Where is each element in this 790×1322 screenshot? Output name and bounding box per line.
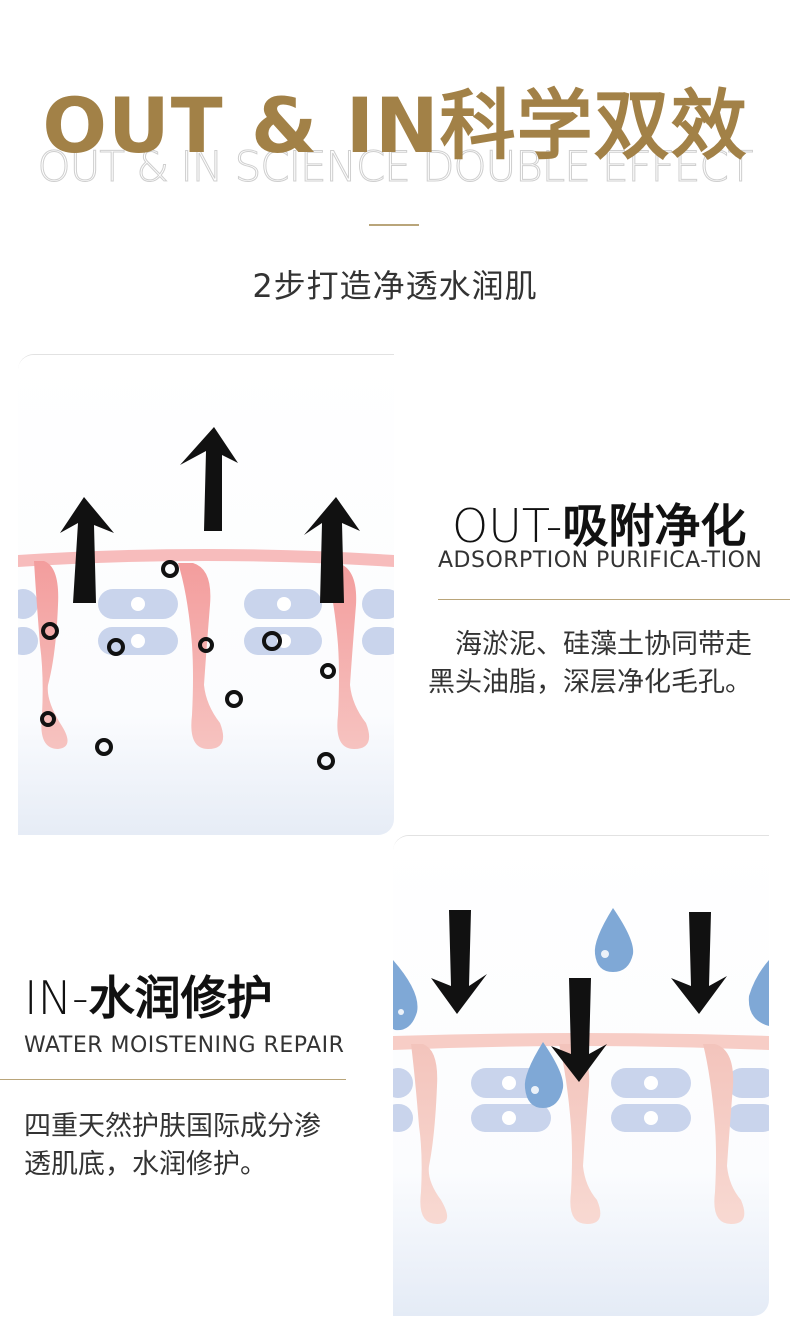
in-divider [0, 1079, 346, 1080]
out-desc-line1: 海淤泥、硅藻土协同带走 [455, 629, 752, 660]
page-title: OUT & IN科学双效 [42, 81, 748, 170]
out-desc-line2: 黑头油脂，深层净化毛孔。 [428, 667, 752, 698]
arrow-down-icon [431, 910, 727, 1082]
out-description: 海淤泥、硅藻土协同带走 黑头油脂，深层净化毛孔。 [428, 626, 752, 702]
in-title: IN-水润修护 [24, 975, 273, 1021]
in-desc-line1: 四重天然护肤国际成分渗 [24, 1111, 321, 1142]
dirt-particle-icon [40, 560, 336, 770]
in-subtitle: WATER MOISTENING REPAIR [24, 1033, 345, 1058]
out-illustration [18, 354, 394, 835]
in-title-main: 水润修护 [88, 971, 273, 1025]
title-background-text: OUT & IN SCIENCE DOUBLE EFFECT [37, 142, 754, 191]
page-subtitle: 2步打造净透水润肌 [252, 267, 538, 305]
hair-follicles [34, 561, 370, 749]
in-description: 四重天然护肤国际成分渗 透肌底，水润修护。 [24, 1108, 321, 1184]
in-desc-line2: 透肌底，水润修护。 [24, 1149, 267, 1180]
hair-follicles [411, 1044, 745, 1224]
in-illustration [393, 835, 769, 1316]
out-title-main: 吸附净化 [562, 499, 747, 553]
out-subtitle: ADSORPTION PURIFICA-TION [438, 548, 763, 573]
title-divider [369, 224, 419, 226]
skin-surface [18, 549, 394, 567]
out-title: OUT-吸附净化 [452, 503, 746, 549]
out-divider [438, 599, 790, 600]
in-title-prefix: IN- [24, 971, 89, 1025]
arrow-up-icon [60, 427, 360, 603]
out-title-prefix: OUT- [452, 499, 563, 553]
